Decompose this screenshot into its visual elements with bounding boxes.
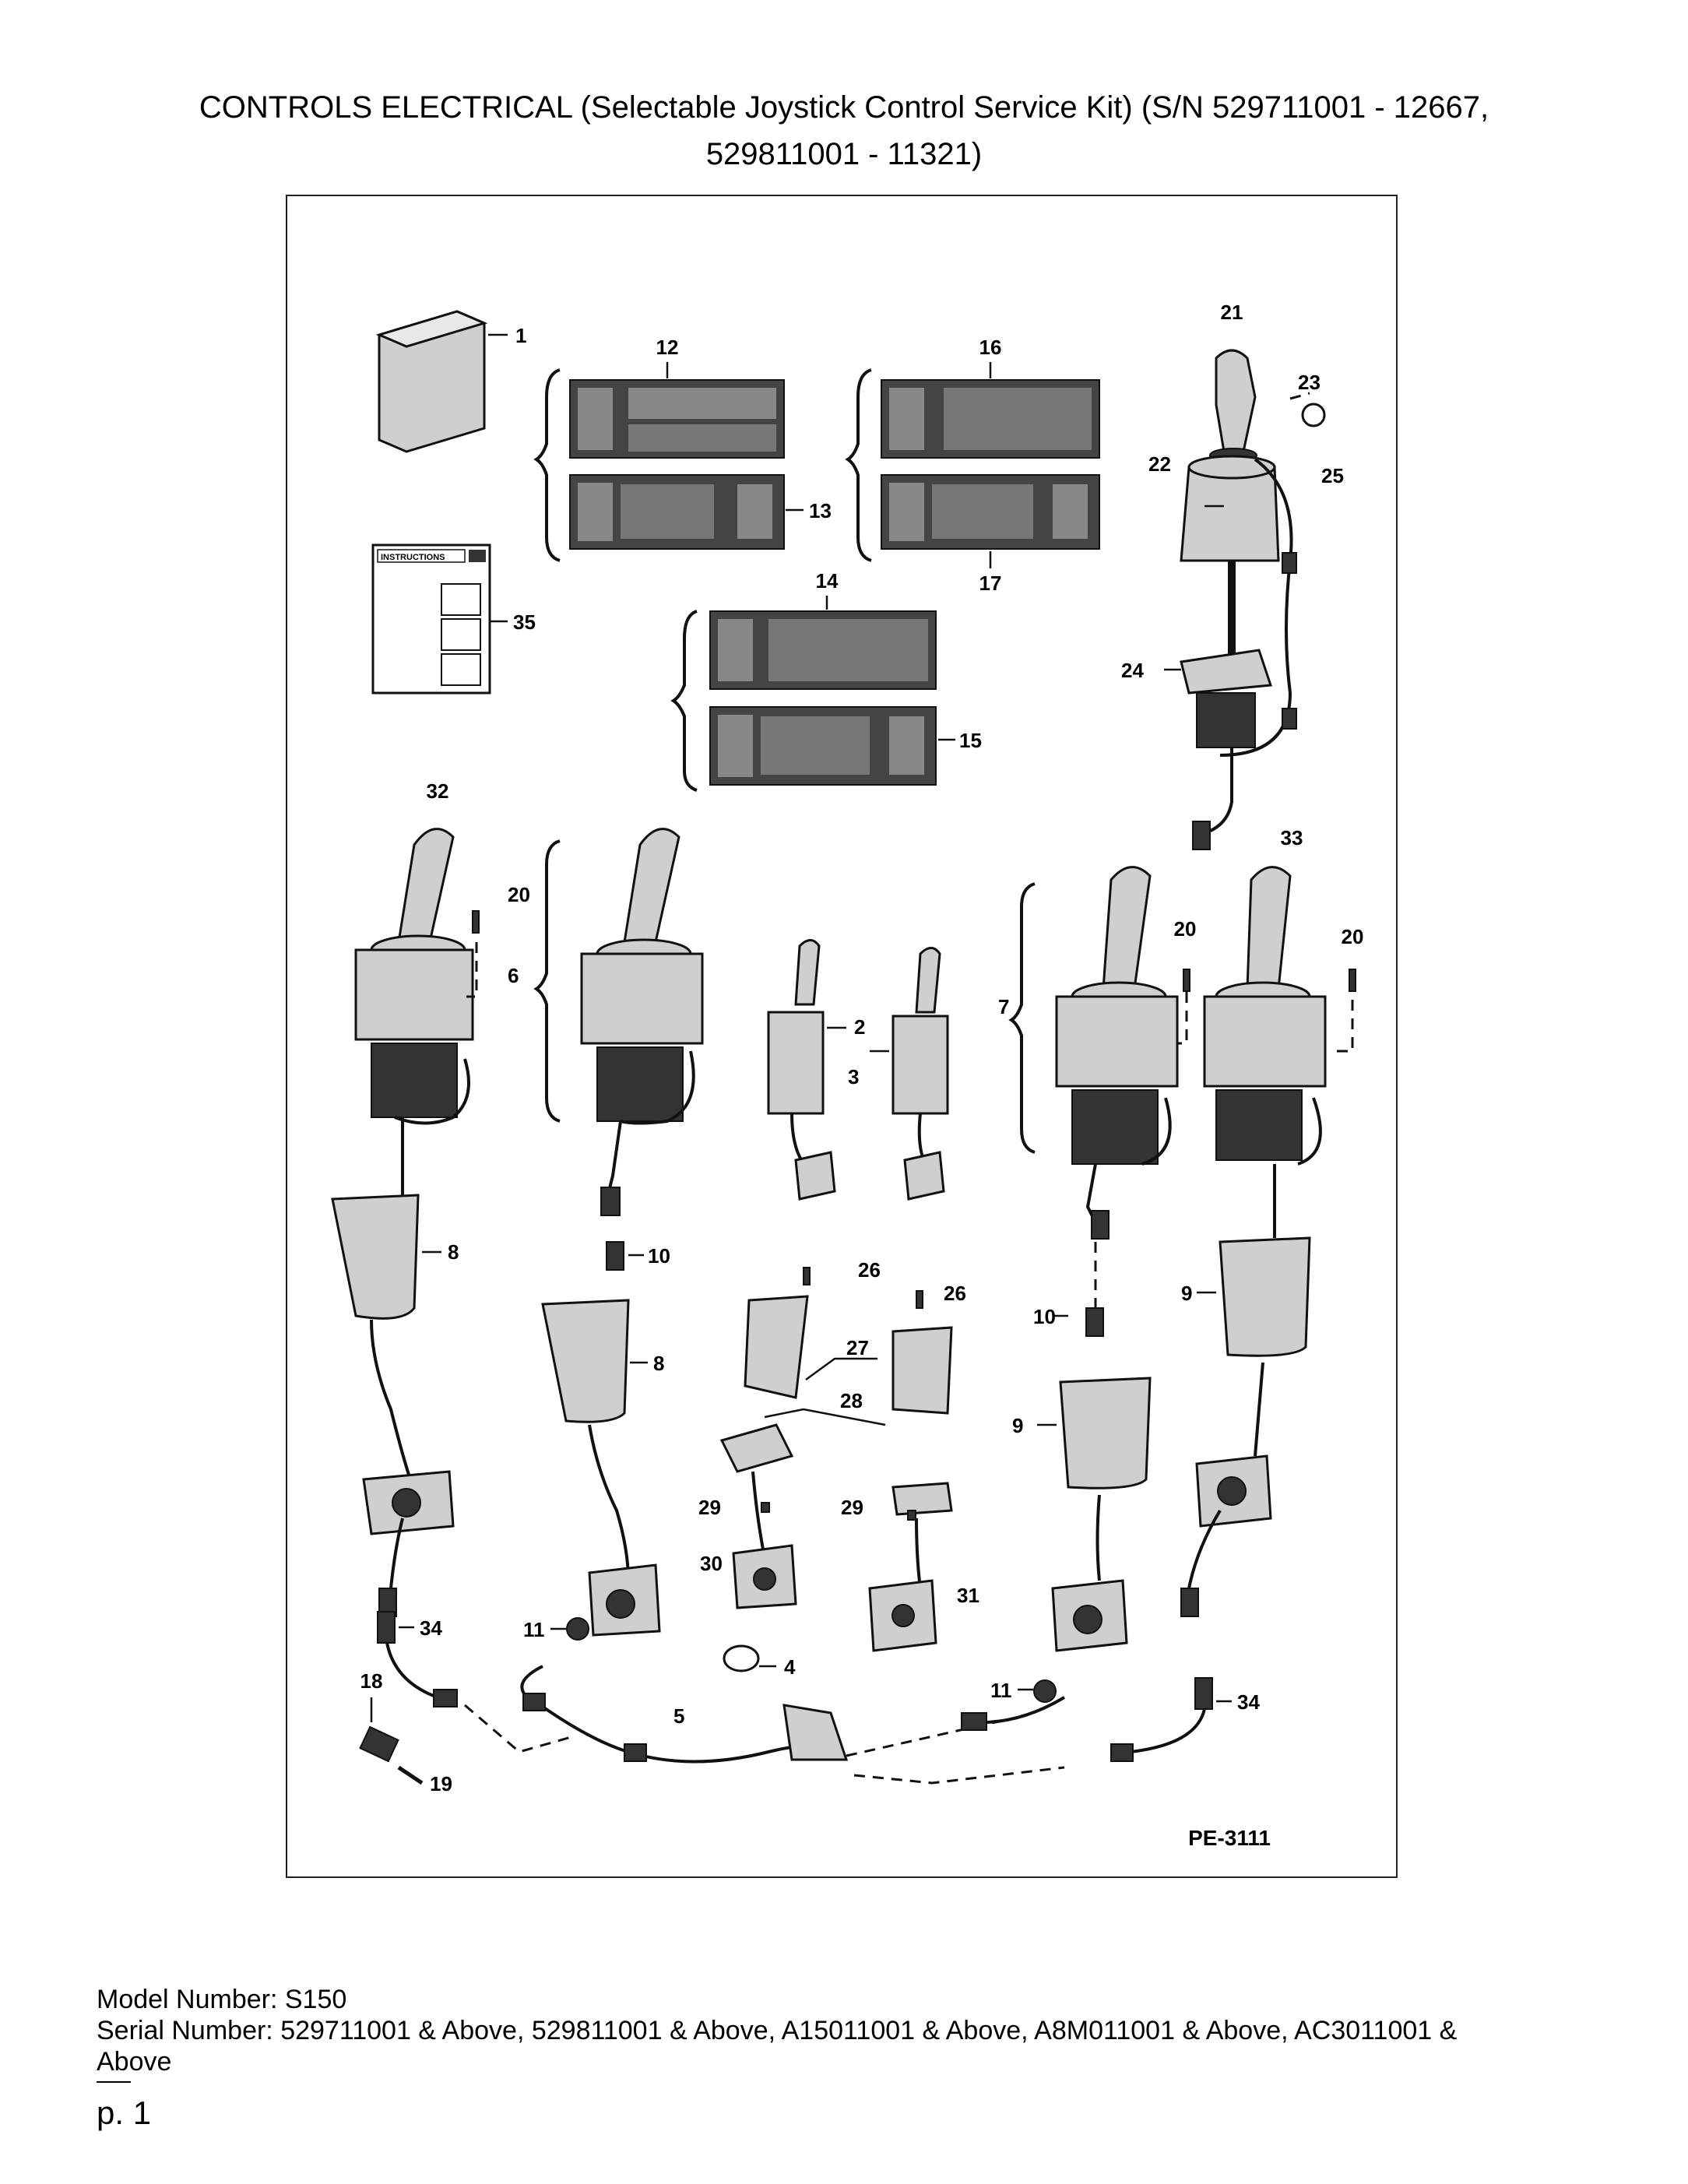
callout-25: 25 (1321, 464, 1344, 487)
serial-number-continued: Above (97, 2047, 172, 2077)
callout-32: 32 (427, 779, 449, 803)
callout-5: 5 (673, 1704, 684, 1728)
harness-5-main (464, 1665, 1066, 1785)
callout-22: 22 (1148, 452, 1171, 476)
connector-18-19 (359, 1697, 424, 1785)
decal-set-12-13 (533, 362, 804, 562)
callout-29: 29 (841, 1496, 863, 1519)
instructions-label: INSTRUCTIONS (381, 553, 445, 562)
callout-labels: 1 2 3 4 5 6 7 8 8 9 9 10 10 11 11 12 13 … (360, 301, 1364, 1795)
parts-diagram: INSTRUCTIONS (331, 301, 1364, 1850)
serial-number: Serial Number: 529711001 & Above, 529811… (97, 2016, 1458, 2045)
callout-10: 10 (1033, 1305, 1056, 1328)
callout-21: 21 (1221, 301, 1243, 324)
joystick-assembly-2 (767, 939, 846, 1201)
small-boot-27-28 (719, 1267, 953, 1652)
boot-8-left (331, 1194, 455, 1617)
callout-30: 30 (700, 1552, 723, 1575)
callout-31: 31 (957, 1584, 979, 1607)
callout-20: 20 (1174, 917, 1197, 941)
diagram-frame (286, 195, 1398, 1878)
callout-35: 35 (513, 610, 536, 634)
callout-1: 1 (515, 324, 526, 347)
footer-rule (97, 2081, 131, 2083)
joystick-assembly-32 (354, 828, 480, 1199)
decal-set-14-15 (670, 596, 955, 792)
joystick-assembly-33 (1203, 866, 1356, 1238)
callout-28: 28 (840, 1389, 863, 1412)
joystick-assembly-7 (1008, 866, 1190, 1240)
joystick-assembly-3 (870, 947, 949, 1201)
callout-10: 10 (648, 1244, 670, 1268)
callout-19: 19 (430, 1772, 452, 1795)
callout-27: 27 (846, 1336, 869, 1359)
callout-8: 8 (653, 1352, 664, 1375)
nut-11-right (1018, 1679, 1057, 1703)
joystick-assembly-6 (533, 828, 704, 1216)
joystick-assembly-top-right (1164, 349, 1326, 850)
callout-15: 15 (959, 729, 982, 752)
callout-8: 8 (448, 1240, 459, 1264)
callout-26: 26 (944, 1282, 966, 1305)
callout-6: 6 (508, 964, 519, 987)
callout-20: 20 (508, 883, 530, 906)
callout-34: 34 (1237, 1690, 1260, 1714)
boot-9-center-right (1037, 1242, 1152, 1652)
callout-12: 12 (656, 336, 679, 359)
diagram-reference: PE-3111 (1188, 1826, 1271, 1850)
callout-11: 11 (523, 1618, 545, 1641)
callout-34: 34 (420, 1616, 442, 1640)
callout-26: 26 (858, 1258, 881, 1282)
harness-34-right (1110, 1677, 1232, 1762)
boot-8-center (541, 1241, 661, 1637)
callout-16: 16 (979, 336, 1002, 359)
callout-20: 20 (1342, 925, 1364, 948)
boot-9-right (1180, 1236, 1311, 1617)
callout-24: 24 (1121, 659, 1144, 682)
callout-18: 18 (360, 1669, 383, 1693)
callout-23: 23 (1298, 371, 1321, 394)
title-line-2: 529811001 - 11321) (705, 137, 983, 171)
harness-34-left (377, 1611, 458, 1707)
model-number: Model Number: S150 (97, 1985, 347, 2014)
decal-set-16-17 (845, 362, 1100, 568)
callout-17: 17 (979, 571, 1002, 595)
kit-box (375, 310, 508, 453)
callout-9: 9 (1181, 1282, 1192, 1305)
callout-2: 2 (854, 1015, 865, 1039)
callout-13: 13 (809, 499, 832, 522)
page-title: CONTROLS ELECTRICAL (Selectable Joystick… (0, 84, 1688, 178)
clamp-4 (723, 1644, 776, 1672)
footer: Model Number: S150 Serial Number: 529711… (97, 1984, 1623, 2077)
callout-14: 14 (816, 569, 839, 593)
callout-3: 3 (848, 1065, 859, 1088)
callout-9: 9 (1012, 1414, 1023, 1437)
callout-7: 7 (998, 995, 1009, 1018)
callout-11: 11 (990, 1679, 1012, 1702)
callout-29: 29 (698, 1496, 721, 1519)
nut-11-left (550, 1617, 589, 1641)
title-line-1: CONTROLS ELECTRICAL (Selectable Joystick… (199, 90, 1489, 125)
callout-4: 4 (784, 1655, 796, 1679)
callout-33: 33 (1281, 826, 1303, 849)
instructions-sheet: INSTRUCTIONS (371, 543, 508, 695)
page-number: p. 1 (97, 2094, 152, 2131)
